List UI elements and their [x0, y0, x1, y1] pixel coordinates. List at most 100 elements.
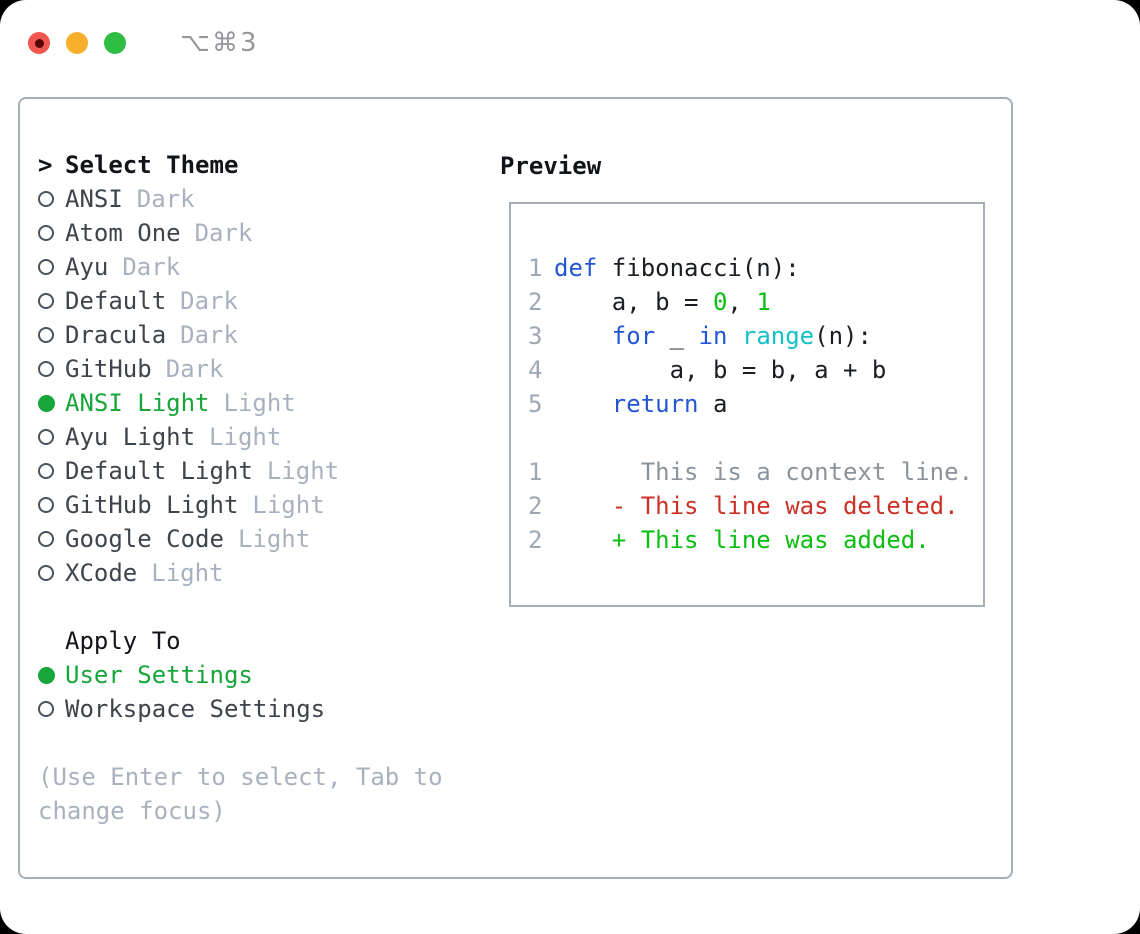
apply-to-heading: Apply To: [65, 627, 181, 655]
code-segment: fibonacci(n):: [597, 254, 800, 282]
theme-option-label: Ayu Light: [65, 423, 196, 451]
radio-selected-icon: [38, 394, 55, 412]
theme-variant-label: Dark: [122, 253, 181, 281]
radio-icon: [38, 429, 54, 445]
code-segment: a: [698, 390, 728, 418]
theme-variant-label: Light: [151, 559, 224, 587]
theme-option-atom-one[interactable]: Atom One Dark: [38, 216, 498, 250]
line-number: 2: [528, 288, 543, 316]
code-segment: 0: [712, 288, 728, 316]
code-segment: range: [741, 322, 815, 350]
theme-option-xcode[interactable]: XCode Light: [38, 556, 498, 590]
theme-variant-label: Light: [266, 457, 340, 485]
select-theme-heading: Select Theme: [65, 151, 239, 179]
theme-variant-label: Light: [237, 525, 311, 553]
apply-option-workspace-settings[interactable]: Workspace Settings: [38, 692, 498, 726]
line-number: 2: [528, 526, 543, 554]
theme-option-label: Default Light: [65, 457, 253, 485]
theme-option-label: GitHub Light: [65, 491, 239, 519]
apply-to-heading-row: Apply To: [38, 624, 498, 658]
theme-option-label: Google Code: [65, 525, 224, 553]
theme-variant-label: Light: [223, 389, 296, 417]
radio-icon: [38, 259, 54, 275]
preview-line: 5 return a: [528, 387, 983, 421]
theme-option-default-light[interactable]: Default Light Light: [38, 454, 498, 488]
line-number: 5: [528, 390, 543, 418]
code-segment: def: [554, 254, 598, 282]
unsaved-dot-icon: [34, 38, 44, 48]
theme-variant-label: Dark: [165, 355, 224, 383]
preview-line: 2 - This line was deleted.: [528, 489, 983, 523]
code-segment: for: [611, 322, 656, 350]
radio-icon: [38, 565, 54, 581]
code-segment: [554, 319, 612, 353]
radio-selected-icon: [38, 666, 55, 684]
select-theme-heading-row: > Select Theme: [38, 148, 498, 182]
theme-option-ansi[interactable]: ANSI Dark: [38, 182, 498, 216]
code-segment: [727, 319, 741, 353]
preview-line: 1 This is a context line.: [528, 455, 983, 489]
theme-variant-label: Dark: [180, 287, 238, 315]
code-segment: 1: [756, 288, 771, 316]
theme-variant-label: Dark: [180, 321, 238, 349]
minimize-button[interactable]: [66, 32, 88, 54]
code-segment: return: [611, 390, 699, 418]
spacer: [38, 590, 498, 624]
titlebar: ⌥⌘3: [28, 28, 259, 58]
theme-option-github[interactable]: GitHub Dark: [38, 352, 498, 386]
theme-option-ansi-light[interactable]: ANSI Light Light: [38, 386, 498, 420]
code-segment: + This line was added.: [554, 526, 930, 554]
line-number: 1: [528, 458, 543, 486]
spacer: [38, 726, 498, 760]
line-number: [528, 421, 554, 455]
code-segment: - This line was deleted.: [554, 492, 959, 520]
theme-option-ayu-light[interactable]: Ayu Light Light: [38, 420, 498, 454]
line-number: 3: [528, 322, 543, 350]
theme-option-label: ANSI Light: [65, 389, 210, 417]
radio-icon: [38, 225, 54, 241]
theme-option-label: Dracula: [65, 321, 167, 349]
preview-line: [528, 421, 983, 455]
theme-option-label: ANSI: [65, 185, 123, 213]
theme-variant-label: Light: [252, 491, 325, 519]
theme-option-github-light[interactable]: GitHub Light Light: [38, 488, 498, 522]
window-shortcut-label: ⌥⌘3: [180, 28, 259, 58]
code-segment: This is a context line.: [554, 458, 974, 486]
line-number: 4: [528, 356, 543, 384]
zoom-button[interactable]: [104, 32, 126, 54]
close-button[interactable]: [28, 32, 50, 54]
radio-icon: [38, 327, 54, 343]
theme-option-dracula[interactable]: Dracula Dark: [38, 318, 498, 352]
apply-option-user-settings[interactable]: User Settings: [38, 658, 498, 692]
code-segment: (n):: [814, 322, 872, 350]
theme-option-label: GitHub: [65, 355, 152, 383]
theme-variant-label: Dark: [136, 185, 195, 213]
preview-line: 1 def fibonacci(n):: [528, 251, 983, 285]
code-segment: a, b =: [554, 288, 713, 316]
selection-cursor-icon: >: [38, 151, 53, 179]
theme-option-google-code[interactable]: Google Code Light: [38, 522, 498, 556]
theme-variant-label: Light: [209, 423, 282, 451]
code-segment: _: [655, 322, 699, 350]
radio-icon: [38, 463, 54, 479]
theme-option-label: Atom One: [65, 219, 181, 247]
preview-heading: Preview: [500, 152, 602, 180]
code-segment: in: [698, 322, 728, 350]
theme-option-label: Ayu: [65, 253, 109, 281]
line-number: 1: [528, 254, 543, 282]
theme-option-label: XCode: [65, 559, 138, 587]
radio-icon: [38, 293, 54, 309]
theme-option-ayu[interactable]: Ayu Dark: [38, 250, 498, 284]
radio-icon: [38, 497, 54, 513]
help-text: (Use Enter to select, Tab to change focu…: [38, 763, 443, 825]
line-number: 2: [528, 492, 543, 520]
theme-variant-label: Dark: [194, 219, 253, 247]
